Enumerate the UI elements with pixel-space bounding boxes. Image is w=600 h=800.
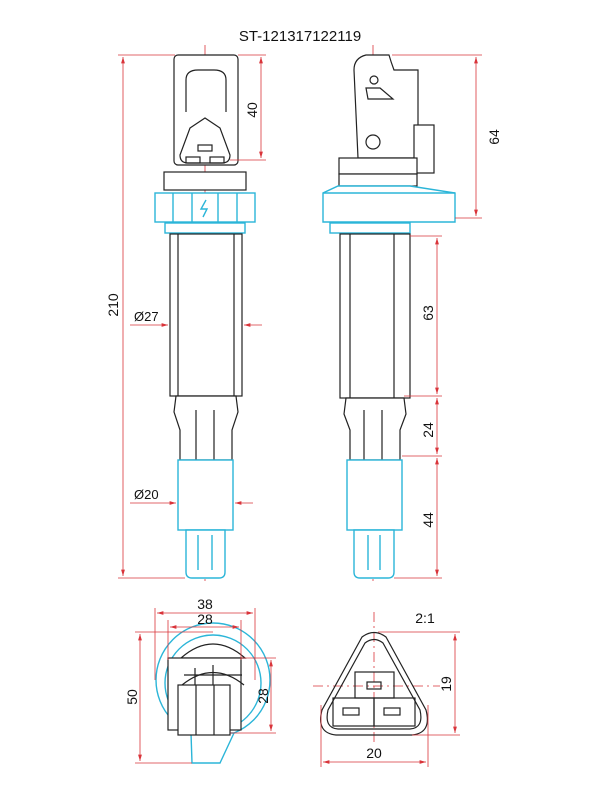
lightning-icon <box>199 199 209 218</box>
dim-height: 50 <box>124 689 140 705</box>
front-view-dimensions: 64 63 24 44 <box>392 54 502 579</box>
side-view-dimensions: 210 40 Ø27 Ø20 <box>105 54 266 579</box>
dim-detail-height: 19 <box>438 676 454 692</box>
dim-outer-width: 38 <box>197 596 213 612</box>
part-number-title: ST-121317122119 <box>239 28 361 45</box>
rubber-boot <box>177 459 234 531</box>
dim-boot-diameter: Ø20 <box>134 487 159 502</box>
top-view <box>155 622 271 764</box>
rubber-boot <box>346 459 403 531</box>
terminal-pin <box>342 707 360 716</box>
dim-mid-length: 24 <box>420 422 436 438</box>
connector-outline-inner <box>326 638 422 730</box>
coil-body <box>339 233 411 399</box>
terminal-pin <box>383 707 401 716</box>
coil-body <box>169 233 243 397</box>
connector-detail-dimensions: 2:1 19 20 <box>320 610 460 767</box>
flange <box>322 185 456 223</box>
dim-overall-length: 210 <box>105 293 121 317</box>
connector-outline-outer <box>320 631 428 736</box>
dim-head-height: 64 <box>486 129 502 145</box>
dim-inner-width: 28 <box>197 611 213 627</box>
front-view <box>322 45 456 585</box>
dim-boot-length: 44 <box>420 512 436 528</box>
connector-detail <box>313 612 440 745</box>
dim-connector-height: 28 <box>255 688 271 704</box>
dim-body-length: 63 <box>420 305 436 321</box>
dim-detail-width: 20 <box>366 745 382 761</box>
top-view-dimensions: 38 28 50 28 <box>124 596 276 764</box>
dim-connector-height: 40 <box>244 102 260 118</box>
dim-body-diameter: Ø27 <box>134 309 159 324</box>
side-view <box>154 45 256 585</box>
terminal-pin <box>366 681 382 690</box>
hex-nut <box>154 192 256 223</box>
detail-scale: 2:1 <box>415 610 435 626</box>
